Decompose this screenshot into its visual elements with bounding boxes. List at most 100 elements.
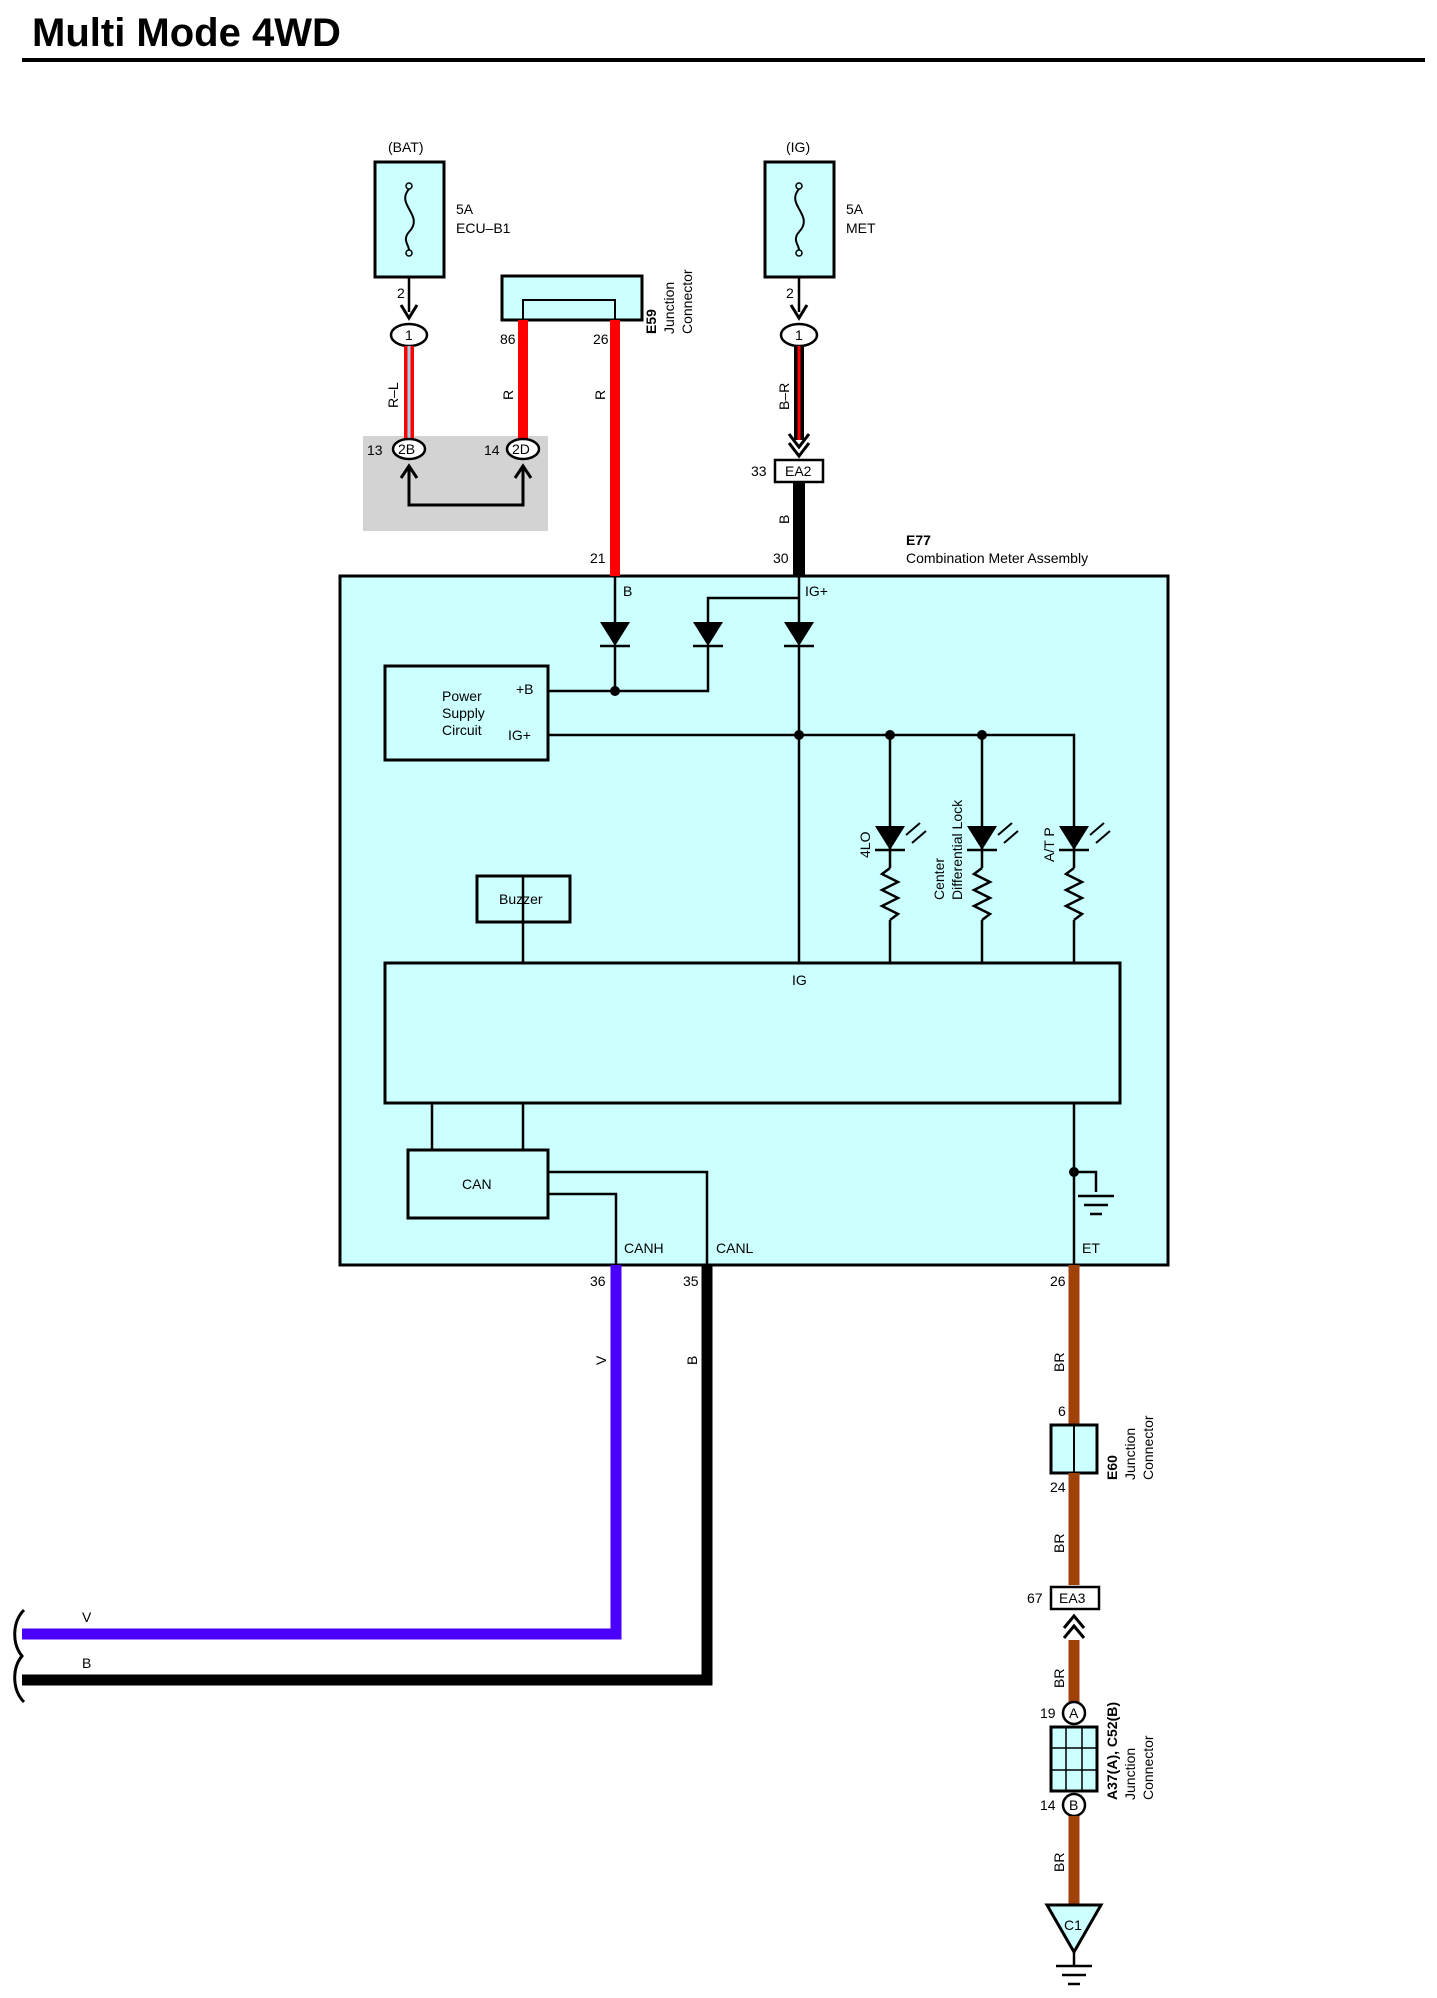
can-label: CAN xyxy=(462,1176,492,1192)
ig-fuse-name: MET xyxy=(846,220,876,236)
e60-pin-bottom: 24 xyxy=(1050,1479,1066,1495)
junction-e60 xyxy=(1049,1423,1099,1475)
e60-line2: Connector xyxy=(1140,1415,1156,1480)
pin-33: 33 xyxy=(751,463,767,479)
e60-code: E60 xyxy=(1104,1455,1120,1480)
pin-21: 21 xyxy=(590,550,606,566)
wire-b-left-label: B xyxy=(82,1655,91,1671)
ig-arrow-icon xyxy=(789,304,809,321)
connector-ea3-label: EA3 xyxy=(1059,1590,1086,1606)
main-ic-box xyxy=(383,961,1122,1105)
bat-arrow-icon xyxy=(399,304,419,321)
led-center-1: Center xyxy=(931,858,947,900)
buzzer-box xyxy=(475,874,572,924)
e59-code: E59 xyxy=(643,309,659,334)
ig-box-label: IG xyxy=(792,972,807,988)
ea3-arrow-icon xyxy=(1062,1613,1086,1639)
diode-icons xyxy=(600,622,1079,1177)
e59-pin-right: 26 xyxy=(593,331,609,347)
pin-35: 35 xyxy=(683,1273,699,1289)
ig-connector-pin: 1 xyxy=(795,327,803,343)
led-icons xyxy=(875,822,1111,852)
wire-br4-label: BR xyxy=(1051,1853,1067,1872)
buzzer-label: Buzzer xyxy=(499,891,543,907)
connector-ea3 xyxy=(1049,1585,1101,1611)
a37-pin-b-letter: B xyxy=(1069,1797,1078,1813)
a37-line1: Junction xyxy=(1122,1748,1138,1800)
wire-b-label: B xyxy=(684,1356,700,1365)
wire-v xyxy=(22,1265,622,1640)
connector-2b-label: 2B xyxy=(398,441,415,457)
ig-fuse-pin: 2 xyxy=(786,285,794,301)
meter-name: Combination Meter Assembly xyxy=(906,550,1088,566)
a37-pin-bottom: 14 xyxy=(1040,1797,1056,1813)
a37-pin-a-letter: A xyxy=(1069,1705,1079,1721)
a37-line2: Connector xyxy=(1140,1735,1156,1800)
led-atp: A/T P xyxy=(1041,827,1057,862)
wire-v-left-label: V xyxy=(82,1609,92,1625)
e59-line1: Junction xyxy=(661,282,677,334)
bat-fuse-name: ECU–B1 xyxy=(456,220,511,236)
bat-fuse-pin: 2 xyxy=(397,285,405,301)
pin-26: 26 xyxy=(1050,1273,1066,1289)
pin-67: 67 xyxy=(1027,1590,1043,1606)
e59-pin-left: 86 xyxy=(500,331,516,347)
meter-term-ig: IG+ xyxy=(805,583,828,599)
e59-line2: Connector xyxy=(679,269,695,334)
combination-meter-box xyxy=(338,574,1170,1267)
a37-pin-top: 19 xyxy=(1040,1705,1056,1721)
junction-a37 xyxy=(1049,1725,1099,1793)
wire-r2-label: R xyxy=(592,390,608,400)
bat-connector-pin: 1 xyxy=(405,327,413,343)
ig-source-label: (IG) xyxy=(786,139,810,155)
meter-term-b: B xyxy=(623,583,632,599)
et-label: ET xyxy=(1082,1240,1100,1256)
connector-2d-label: 2D xyxy=(512,441,530,457)
connector-2b xyxy=(391,437,427,461)
power-ig: IG+ xyxy=(508,727,531,743)
ground-c1-label: C1 xyxy=(1064,1917,1082,1933)
ground-icon xyxy=(1056,1952,1092,1986)
ig-fuse-amp: 5A xyxy=(846,201,864,217)
resistor-icons xyxy=(879,867,1085,921)
ground-c1-triangle xyxy=(1044,1903,1104,1956)
pin-36: 36 xyxy=(590,1273,606,1289)
led-center-2: Differential Lock xyxy=(949,799,965,900)
a37-pin-a xyxy=(1061,1700,1087,1726)
power-plus-b: +B xyxy=(516,681,534,697)
internal-ground-icon xyxy=(1078,1194,1114,1216)
page-title: Multi Mode 4WD xyxy=(32,11,341,55)
canh-label: CANH xyxy=(624,1240,664,1256)
wire-b xyxy=(22,1265,713,1686)
junction-e59 xyxy=(500,274,644,322)
bat-source-label: (BAT) xyxy=(388,139,424,155)
wire-r1-label: R xyxy=(500,390,516,400)
e60-pin-top: 6 xyxy=(1058,1403,1066,1419)
power-line1: Power xyxy=(442,688,482,704)
wire-br1-label: BR xyxy=(1051,1353,1067,1372)
ea2-arrow-icon xyxy=(787,433,811,459)
wire-v-label: V xyxy=(593,1355,609,1365)
wire-b-ig-label: B xyxy=(776,515,792,524)
connector-2d xyxy=(505,437,541,461)
ig-fuse-icon xyxy=(763,160,836,279)
pin-30: 30 xyxy=(773,550,789,566)
pin-13: 13 xyxy=(367,442,383,458)
bat-fuse-amp: 5A xyxy=(456,201,474,217)
wire-continuation-icon xyxy=(13,1608,26,1704)
e60-line1: Junction xyxy=(1122,1428,1138,1480)
wire-rl-label: R–L xyxy=(385,382,401,408)
wire-br-label: B–R xyxy=(776,383,792,410)
canl-label: CANL xyxy=(716,1240,754,1256)
led-4lo: 4LO xyxy=(857,831,873,858)
can-box xyxy=(406,1148,550,1220)
power-supply-circuit xyxy=(383,664,550,762)
junction-bridge xyxy=(399,463,533,507)
power-line3: Circuit xyxy=(442,722,482,738)
wire-br2-label: BR xyxy=(1051,1534,1067,1553)
a37-code: A37(A), C52(B) xyxy=(1104,1702,1120,1800)
wire-br3-label: BR xyxy=(1051,1669,1067,1688)
bat-fuse-icon xyxy=(373,160,446,279)
power-line2: Supply xyxy=(442,705,485,721)
